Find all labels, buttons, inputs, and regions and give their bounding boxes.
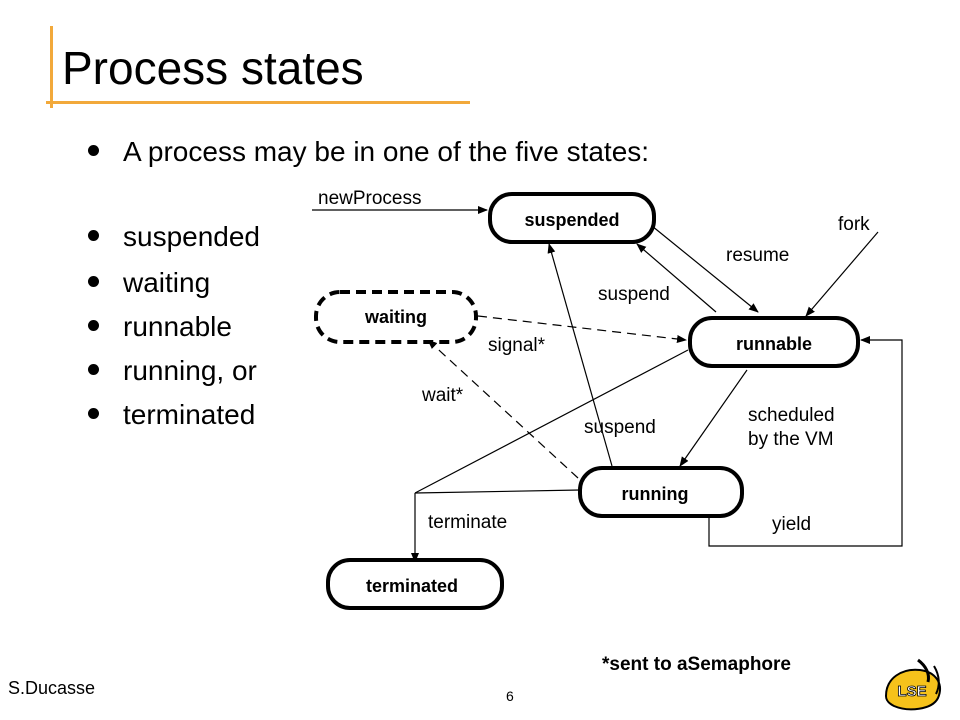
bullet-dot: [88, 276, 99, 288]
bullet-dot: [88, 408, 99, 420]
bullet-text: suspended: [123, 221, 261, 252]
edge-resume: [651, 225, 759, 313]
logo-text: LSE: [897, 683, 926, 700]
label-scheduled-line1: scheduled: [748, 405, 835, 426]
edge-scheduled: [679, 369, 748, 467]
bullet-text: A process may be in one of the five stat…: [123, 136, 650, 167]
state-suspended: suspended: [488, 192, 656, 244]
state-runnable: runnable: [688, 316, 860, 368]
edge-yield: [708, 336, 903, 547]
edge-terminate: [411, 349, 689, 563]
bullet-text: waiting: [123, 267, 211, 298]
title-accent-vertical: [50, 26, 53, 108]
label-fork: fork: [838, 214, 870, 235]
bullet-terminated: terminated: [88, 397, 255, 433]
state-label-suspended: suspended: [524, 210, 619, 230]
edge-wait: [427, 339, 579, 479]
label-newprocess: newProcess: [318, 188, 422, 209]
label-signal: signal*: [488, 335, 546, 356]
bullet-dot: [88, 230, 99, 242]
label-suspend-running: suspend: [584, 417, 656, 438]
state-label-terminated: terminated: [366, 576, 458, 596]
lse-logo-icon: LSE: [884, 658, 941, 711]
label-yield: yield: [772, 514, 811, 535]
bullet-dot: [88, 364, 99, 376]
footnote: *sent to aSemaphore: [602, 654, 791, 675]
edge-suspend-from-running: [547, 243, 613, 467]
bullet-text: terminated: [123, 399, 256, 430]
label-resume: resume: [726, 245, 789, 266]
edge-suspend-from-runnable: [636, 243, 717, 313]
state-label-runnable: runnable: [736, 334, 812, 354]
edge-signal: [477, 315, 687, 343]
edge-fork: [805, 231, 879, 317]
bullet-waiting: waiting: [88, 265, 210, 301]
label-suspend-runnable: suspend: [598, 284, 670, 305]
state-terminated: terminated: [326, 558, 504, 610]
bullet-list: A process may be in one of the five stat…: [88, 0, 848, 460]
state-label-running: running: [622, 484, 689, 504]
state-waiting: waiting: [314, 290, 478, 344]
page-number: 6: [506, 688, 514, 704]
title-accent-horizontal: [46, 101, 470, 104]
bullet-intro: A process may be in one of the five stat…: [88, 134, 649, 170]
label-scheduled-line2: by the VM: [748, 429, 834, 450]
bullet-text: running, or: [123, 355, 257, 386]
bullet-suspended: suspended: [88, 219, 260, 255]
bullet-text: runnable: [123, 311, 232, 342]
bullet-running: running, or: [88, 353, 257, 389]
state-running: running: [578, 466, 744, 518]
label-terminate: terminate: [428, 512, 507, 533]
bullet-dot: [88, 320, 99, 332]
bullet-runnable: runnable: [88, 309, 232, 345]
label-wait: wait*: [421, 385, 464, 406]
state-label-waiting: waiting: [364, 307, 427, 327]
bullet-dot: [88, 145, 99, 157]
author-name: S.Ducasse: [8, 678, 96, 698]
slide-title: Process states: [62, 42, 364, 94]
